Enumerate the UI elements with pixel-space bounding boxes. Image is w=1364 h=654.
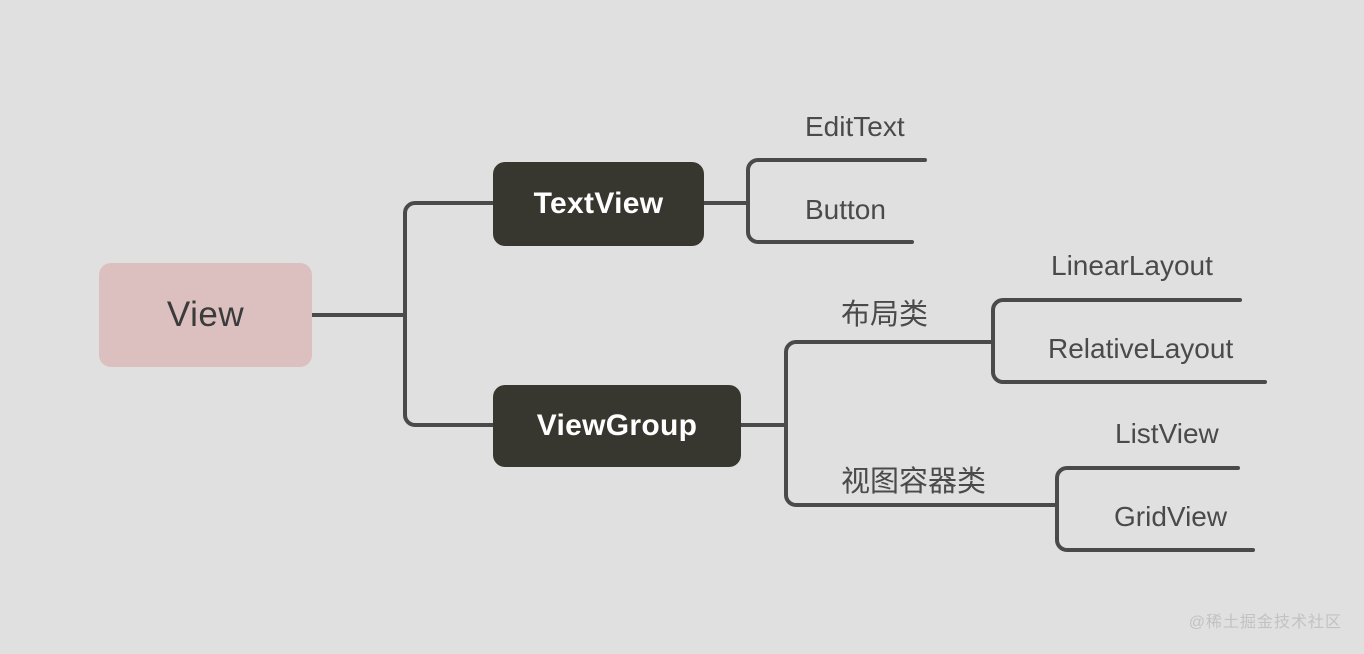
edge-label-layout-group[interactable]: 布局类	[841, 291, 928, 333]
leaf-relativelayout-label: RelativeLayout	[1048, 333, 1234, 364]
leaf-button[interactable]: Button	[805, 194, 886, 226]
edge-label-layout-group-text: 布局类	[841, 299, 929, 331]
leaf-linearlayout-label: LinearLayout	[1051, 250, 1213, 281]
leaf-gridview-label: GridView	[1114, 501, 1228, 532]
edge-label-container-group[interactable]: 视图容器类	[841, 458, 986, 500]
node-view[interactable]: View	[99, 263, 312, 367]
edge-root-bracket	[403, 201, 495, 427]
leaf-button-label: Button	[805, 194, 886, 225]
watermark-text: @稀土掘金技术社区	[1188, 614, 1342, 631]
edge-label-container-group-text: 视图容器类	[841, 466, 987, 498]
leaf-gridview[interactable]: GridView	[1114, 501, 1227, 533]
node-textview-label: TextView	[533, 187, 664, 220]
node-textview[interactable]: TextView	[493, 162, 704, 246]
leaf-listview-label: ListView	[1115, 418, 1219, 449]
node-viewgroup[interactable]: ViewGroup	[493, 385, 741, 467]
leaf-relativelayout[interactable]: RelativeLayout	[1048, 333, 1233, 365]
leaf-listview[interactable]: ListView	[1115, 418, 1219, 450]
leaf-edittext-label: EditText	[805, 111, 905, 142]
leaf-edittext[interactable]: EditText	[805, 111, 905, 143]
watermark: @稀土掘金技术社区	[1189, 608, 1342, 632]
leaf-linearlayout[interactable]: LinearLayout	[1051, 250, 1213, 282]
node-viewgroup-label: ViewGroup	[536, 409, 698, 442]
node-view-label: View	[166, 295, 245, 334]
